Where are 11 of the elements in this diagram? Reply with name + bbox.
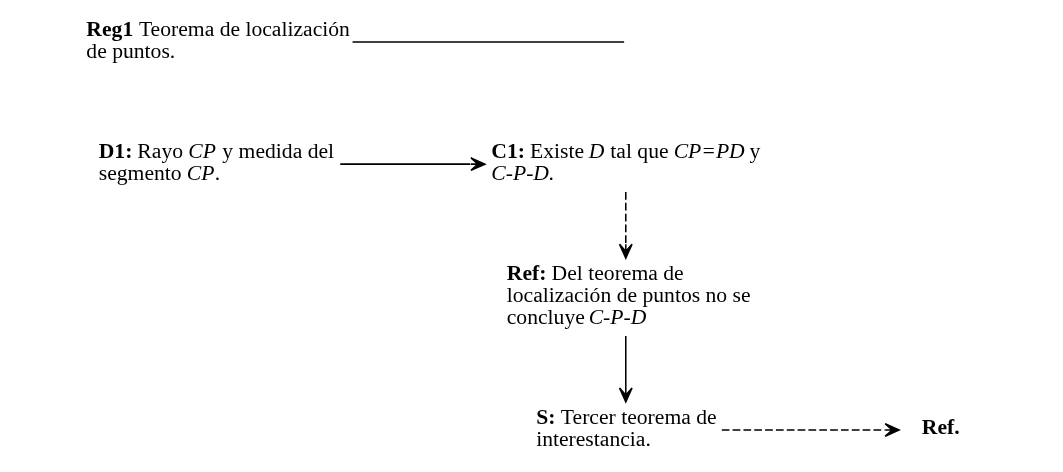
arrow [618,191,633,259]
node-text: C1: Existe D tal que CP=PD y C-P-D. [491,139,761,185]
connector [351,41,625,43]
node-text: S: Tercer teorema de interestancia. [536,405,717,451]
node-text: Ref: Del teorema de localización de puntos no se concluye C-P-D [506,261,751,329]
arrow [721,422,900,437]
arrow [618,335,633,403]
node-text: D1: Rayo CP y medida del segmento CP. [98,139,335,185]
arrow [339,157,486,172]
node-text: Ref. [921,415,960,440]
node-text: Reg1 Teorema de localización de puntos. [86,17,350,63]
